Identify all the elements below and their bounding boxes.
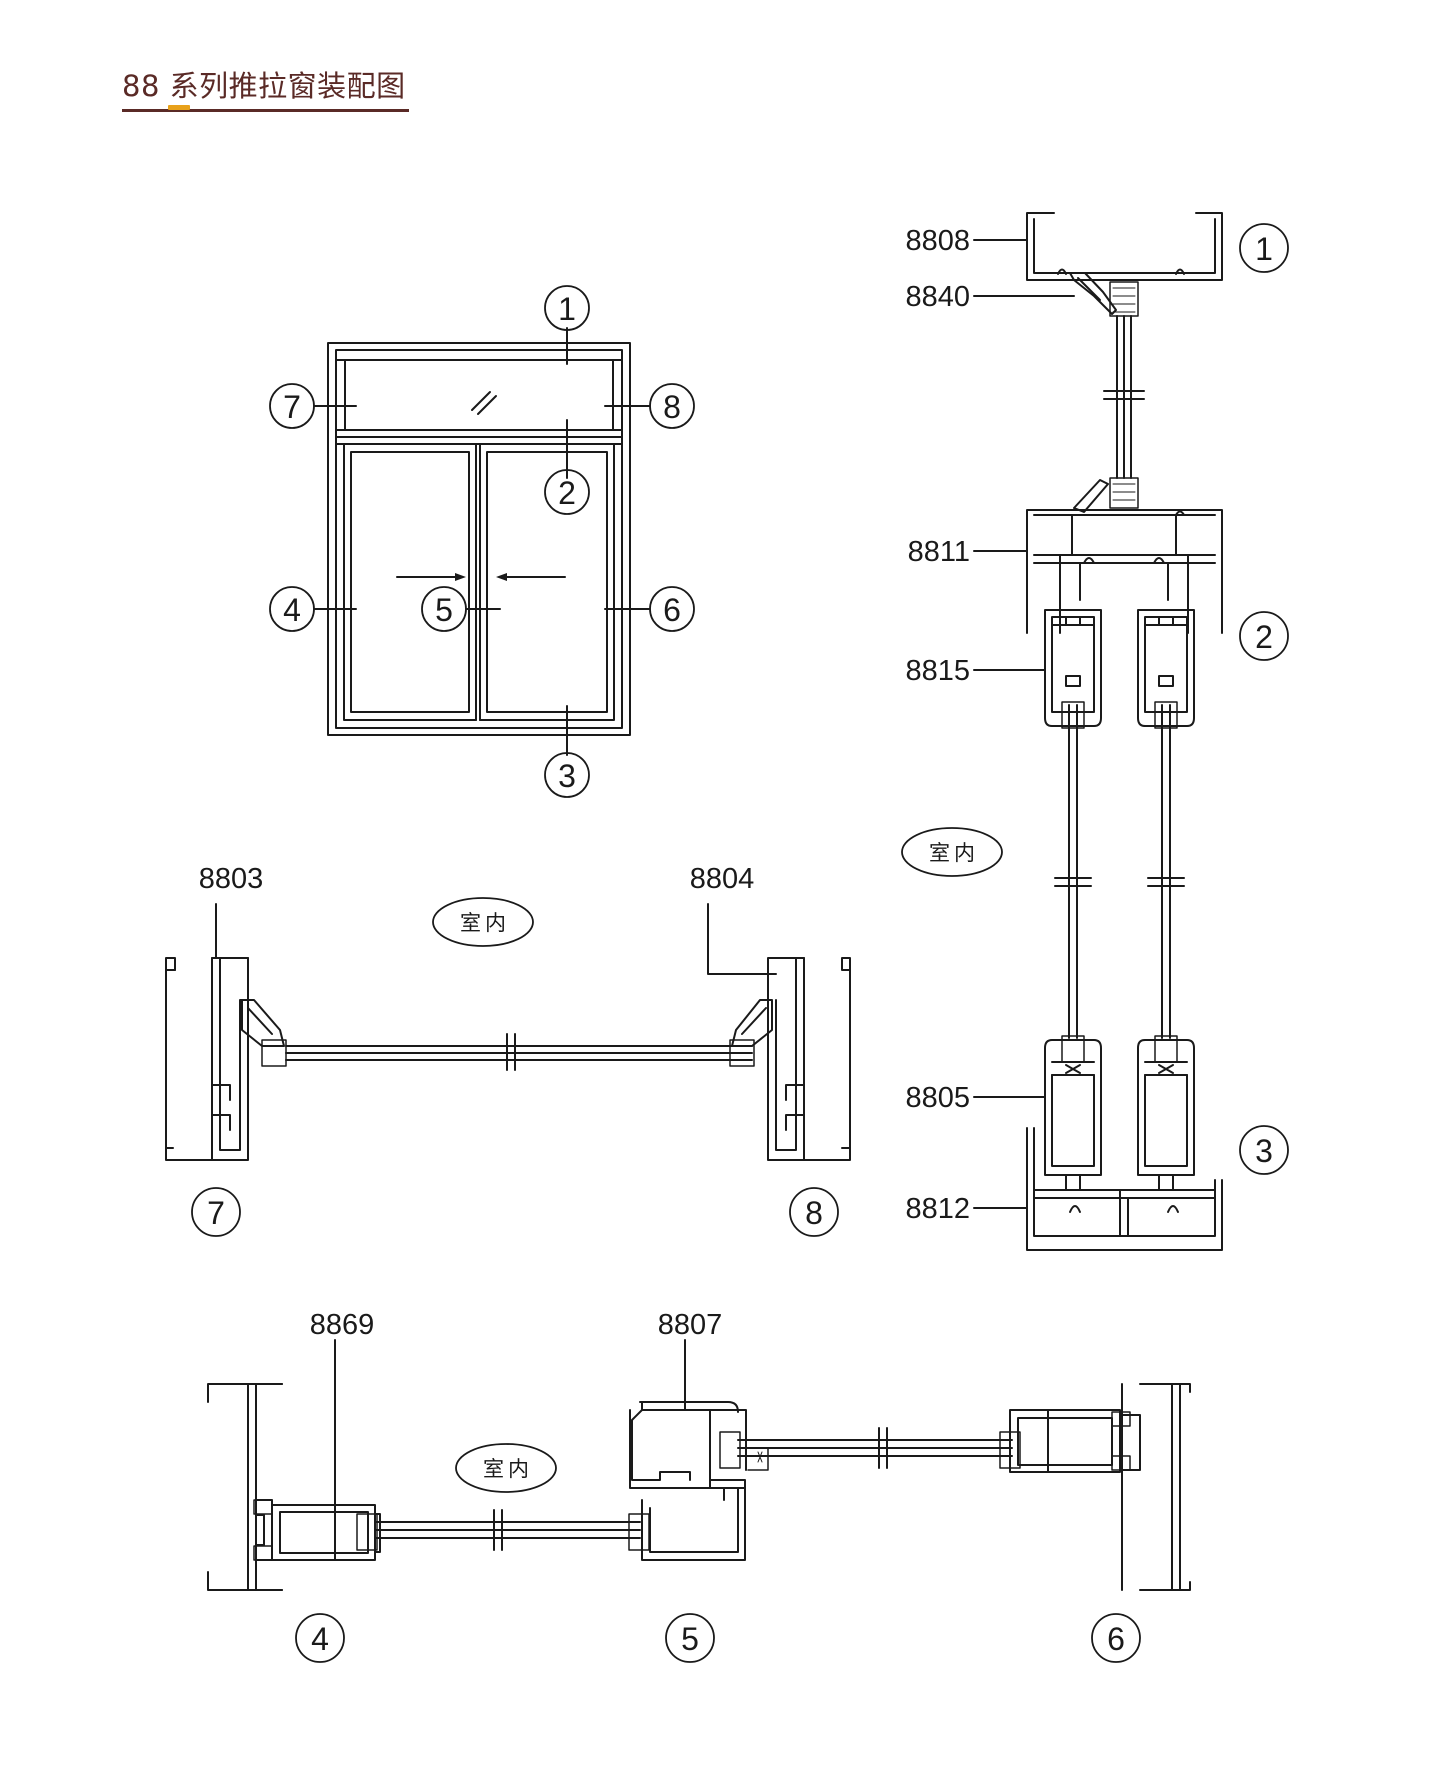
sash-callout-4: 4 [311,1621,329,1657]
part-number-8840: 8840 [905,281,970,313]
elevation-callout-7: 7 [283,389,301,425]
indoor-label-vertical: 室内 [929,842,979,865]
vertical-callout-1: 1 [1255,231,1273,267]
part-number-8803: 8803 [199,863,264,895]
part-number-8804: 8804 [690,863,755,895]
transom-section [165,903,851,1161]
window-elevation [313,327,651,756]
elevation-callout-1: 1 [558,291,576,327]
part-number-8815: 8815 [905,655,970,687]
callout-circles [191,223,1289,1663]
elevation-callout-labels: 1 2 3 4 5 6 7 8 [283,291,681,794]
vertical-callout-2: 2 [1255,619,1273,655]
indoor-label-transom: 室内 [460,912,510,935]
vertical-section-labels: 8808 8840 8811 8815 8805 8812 1 2 3 室内 [905,225,1272,1225]
transom-callout-8: 8 [805,1195,823,1231]
part-number-8808: 8808 [905,225,970,257]
elevation-callout-8: 8 [663,389,681,425]
title-accent-mark [168,105,190,110]
sash-section [207,1339,1191,1591]
elevation-callout-3: 3 [558,758,576,794]
vertical-section [973,212,1223,1251]
sash-section-labels: 8869 8807 4 5 6 室内 [310,1309,1125,1657]
elevation-callout-2: 2 [558,475,576,511]
vertical-callout-3: 3 [1255,1133,1273,1169]
page-title: 88 系列推拉窗装配图 [122,69,406,103]
sash-callout-5: 5 [681,1621,699,1657]
part-number-8869: 8869 [310,1309,375,1341]
sash-callout-6: 6 [1107,1621,1125,1657]
page-title-block: 88 系列推拉窗装配图 [122,68,409,112]
part-number-8811: 8811 [908,536,970,568]
elevation-callout-4: 4 [283,592,301,628]
transom-section-labels: 8803 8804 7 8 室内 [199,863,823,1231]
transom-callout-7: 7 [207,1195,225,1231]
part-number-8805: 8805 [905,1082,970,1114]
indoor-label-sash: 室内 [483,1458,533,1481]
title-underline [122,109,409,112]
part-number-8807: 8807 [658,1309,723,1341]
part-number-8812: 8812 [905,1193,970,1225]
elevation-callout-5: 5 [435,592,453,628]
elevation-callout-6: 6 [663,592,681,628]
